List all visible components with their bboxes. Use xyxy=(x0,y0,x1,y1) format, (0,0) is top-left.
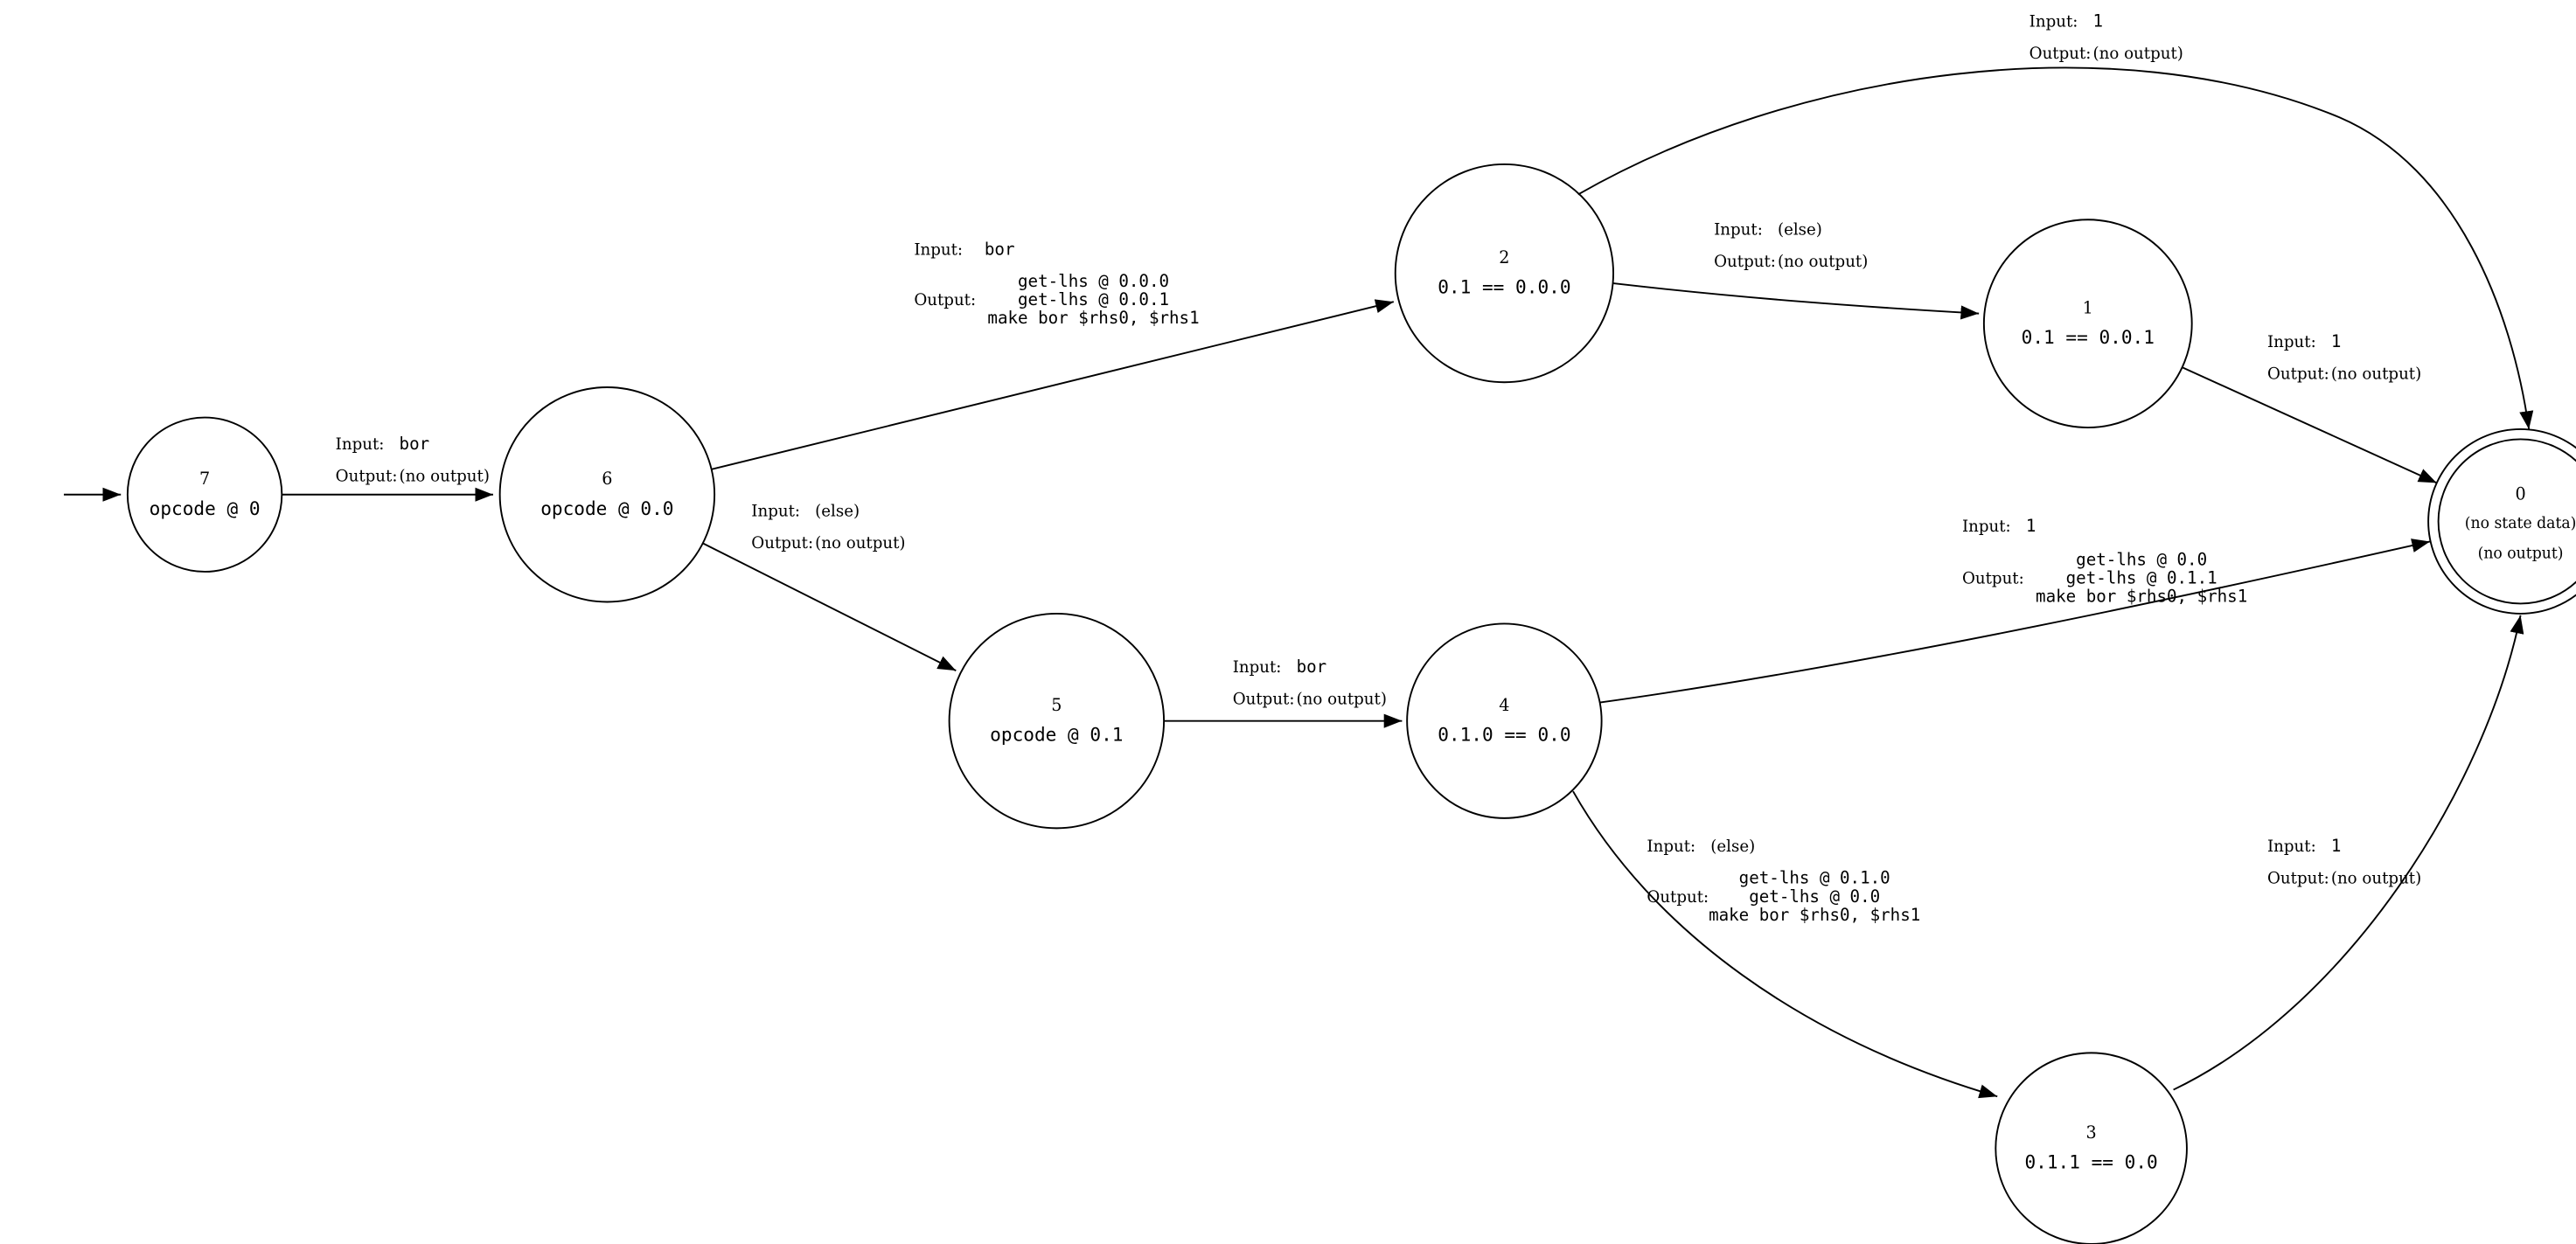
edge-5-4-input-label: Input: xyxy=(1233,658,1282,677)
state-node-3-id: 3 xyxy=(2086,1122,2097,1143)
edge-4-0-output-line-1: get-lhs @ 0.0 xyxy=(2076,549,2207,569)
edge-4-0-output-line-3: make bor $rhs0, $rhs1 xyxy=(2036,586,2247,606)
state-node-0-inner-circle xyxy=(2437,438,2576,605)
edge-4-3-output-label: Output: xyxy=(1647,888,1709,907)
edge-6-5-input-label: Input: xyxy=(751,503,800,521)
state-node-0-data: (no state data) xyxy=(2465,515,2576,532)
edge-5-4: Input: bor Output: (no output) xyxy=(1164,657,1403,728)
edge-4-3-input-value: (else) xyxy=(1710,837,1755,856)
edge-3-0-path xyxy=(2173,615,2524,1091)
edge-6-2: Input: bor Output: get-lhs @ 0.0.0 get-l… xyxy=(711,240,1395,470)
edge-3-0-output-value: (no output) xyxy=(2331,870,2421,888)
state-node-6-circle xyxy=(498,386,716,603)
edge-4-3: Input: (else) Output: get-lhs @ 0.1.0 ge… xyxy=(1572,790,1998,1099)
edge-3-0-input-label: Input: xyxy=(2267,837,2316,856)
edge-4-0: Input: 1 Output: get-lhs @ 0.0 get-lhs @… xyxy=(1599,516,2431,704)
edge-3-0-input-value: 1 xyxy=(2331,836,2342,856)
edge-3-0-output-label: Output: xyxy=(2267,870,2329,888)
edge-4-0-output-label: Output: xyxy=(1962,569,2024,587)
state-node-6-data: opcode @ 0.0 xyxy=(540,497,673,519)
state-node-0-output: (no output) xyxy=(2478,546,2564,563)
edge-2-1: Input: (else) Output: (no output) xyxy=(1612,220,1980,320)
edge-7-6-input-label: Input: xyxy=(336,435,385,454)
state-node-5: 5 opcode @ 0.1 xyxy=(948,612,1166,830)
state-node-4-data: 0.1.0 == 0.0 xyxy=(1438,724,1570,746)
edge-1-0-input-label: Input: xyxy=(2267,333,2316,351)
state-node-0-outer-circle xyxy=(2427,428,2576,615)
state-node-0-id: 0 xyxy=(2515,484,2525,504)
edge-1-0-path xyxy=(2181,366,2438,484)
edge-7-6: Input: bor Output: (no output) xyxy=(282,434,493,502)
state-node-4-id: 4 xyxy=(1499,695,1509,715)
edge-1-0-output-value: (no output) xyxy=(2331,365,2421,383)
state-node-3: 3 0.1.1 == 0.0 xyxy=(1995,1052,2188,1244)
edge-4-3-output-line-3: make bor $rhs0, $rhs1 xyxy=(1709,905,1920,925)
state-node-2-id: 2 xyxy=(1499,247,1509,268)
edge-4-3-input-label: Input: xyxy=(1647,837,1695,856)
edge-4-0-output-line-2: get-lhs @ 0.1.1 xyxy=(2066,567,2217,587)
edge-6-5-output-value: (no output) xyxy=(815,534,905,553)
state-node-4-circle xyxy=(1406,622,1603,819)
edge-4-0-input-value: 1 xyxy=(2026,516,2036,536)
edge-3-0: Input: 1 Output: (no output) xyxy=(2173,615,2524,1091)
edge-1-0-output-label: Output: xyxy=(2267,365,2329,383)
state-node-1: 1 0.1 == 0.0.1 xyxy=(1982,219,2193,428)
edge-4-0-input-label: Input: xyxy=(1962,518,2011,536)
edge-2-0-output-label: Output: xyxy=(2029,45,2092,63)
edge-1-0-input-value: 1 xyxy=(2331,331,2342,351)
state-node-7-circle xyxy=(126,416,283,573)
edge-4-3-path xyxy=(1572,790,1998,1099)
state-node-4: 4 0.1.0 == 0.0 xyxy=(1406,622,1603,819)
edge-6-2-output-line-1: get-lhs @ 0.0.0 xyxy=(1018,271,1169,291)
edge-5-4-output-value: (no output) xyxy=(1297,690,1387,708)
edge-6-5-output-label: Output: xyxy=(751,534,813,553)
edge-6-2-input-label: Input: xyxy=(914,241,963,260)
state-node-5-circle xyxy=(948,612,1166,830)
edge-5-4-output-label: Output: xyxy=(1233,690,1295,708)
edge-7-6-output-label: Output: xyxy=(336,467,398,485)
state-node-7-data: opcode @ 0 xyxy=(150,497,261,519)
state-node-5-data: opcode @ 0.1 xyxy=(990,724,1123,746)
edge-6-2-output-line-3: make bor $rhs0, $rhs1 xyxy=(987,308,1199,328)
edge-4-3-output-line-2: get-lhs @ 0.0 xyxy=(1749,886,1880,907)
state-node-6-id: 6 xyxy=(602,469,612,489)
edge-2-0: Input: 1 Output: (no output) xyxy=(1577,11,2534,430)
edge-5-4-input-value: bor xyxy=(1297,657,1327,677)
edge-7-6-output-value: (no output) xyxy=(400,467,490,485)
edge-6-5-path xyxy=(702,542,957,671)
edge-6-2-input-value: bor xyxy=(985,240,1015,260)
state-node-1-id: 1 xyxy=(2083,298,2093,318)
state-node-5-id: 5 xyxy=(1051,695,1062,715)
edge-7-6-input-value: bor xyxy=(400,434,430,454)
state-node-2: 2 0.1 == 0.0.0 xyxy=(1394,163,1615,384)
state-node-1-data: 0.1 == 0.0.1 xyxy=(2022,326,2155,348)
state-node-2-circle xyxy=(1394,163,1615,384)
edge-2-1-output-label: Output: xyxy=(1714,253,1776,271)
state-node-3-circle xyxy=(1995,1052,2188,1244)
edge-6-2-output-label: Output: xyxy=(914,291,976,309)
edge-1-0: Input: 1 Output: (no output) xyxy=(2181,331,2438,484)
edge-6-2-output-line-2: get-lhs @ 0.0.1 xyxy=(1018,289,1169,309)
state-node-7-id: 7 xyxy=(199,469,210,489)
state-node-3-data: 0.1.1 == 0.0 xyxy=(2024,1151,2157,1173)
edge-2-0-output-value: (no output) xyxy=(2093,45,2183,63)
edge-2-1-path xyxy=(1612,282,1980,320)
edge-2-1-output-value: (no output) xyxy=(1778,253,1868,271)
state-node-7: 7 opcode @ 0 xyxy=(126,416,283,573)
edge-2-0-input-label: Input: xyxy=(2029,13,2078,31)
edge-2-0-input-value: 1 xyxy=(2093,11,2104,31)
edge-2-1-input-label: Input: xyxy=(1714,220,1763,239)
edge-6-5: Input: (else) Output: (no output) xyxy=(702,503,957,671)
edge-6-5-input-value: (else) xyxy=(815,503,860,521)
edge-2-0-path xyxy=(1577,66,2534,430)
state-node-1-circle xyxy=(1982,219,2193,428)
edge-4-0-path xyxy=(1599,539,2431,704)
edge-6-2-path xyxy=(711,299,1395,470)
state-node-6: 6 opcode @ 0.0 xyxy=(498,386,716,603)
edge-4-3-output-line-1: get-lhs @ 0.1.0 xyxy=(1739,868,1890,888)
state-node-2-data: 0.1 == 0.0.0 xyxy=(1438,276,1570,298)
state-node-0: 0 (no state data) (no output) xyxy=(2427,428,2576,615)
edge-2-1-input-value: (else) xyxy=(1778,220,1822,239)
